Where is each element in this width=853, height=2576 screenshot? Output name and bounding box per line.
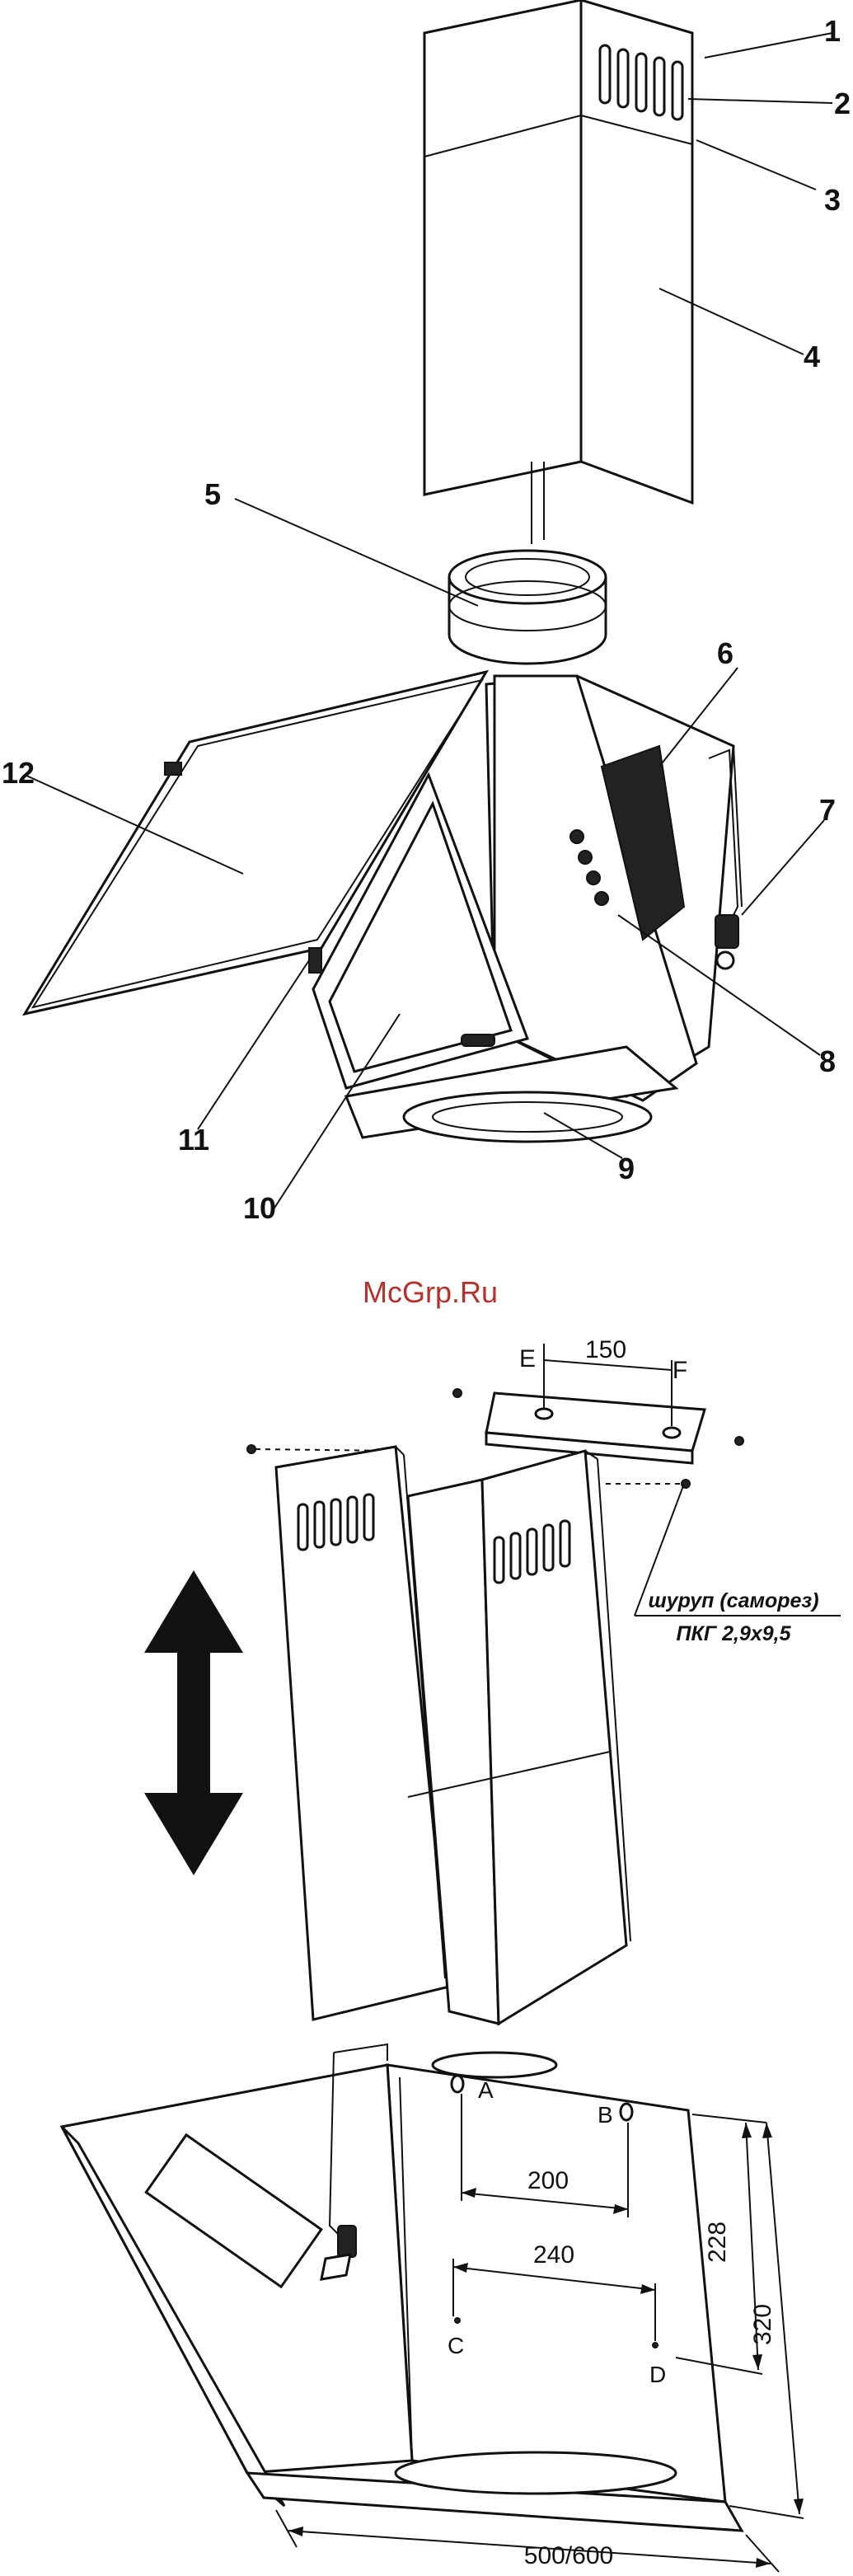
- hole-a: A: [478, 2077, 494, 2103]
- chimney-cover: [424, 0, 692, 544]
- part-label-1: 1: [824, 14, 841, 48]
- dim-ab: 200: [527, 2167, 569, 2194]
- part-label-5: 5: [204, 477, 221, 511]
- hole-b: B: [598, 2102, 613, 2128]
- height-adjust-arrow: [144, 1570, 243, 1875]
- bracket-spacing: 150: [585, 1336, 626, 1363]
- part-label-12: 12: [2, 756, 35, 790]
- part-label-2: 2: [834, 87, 851, 120]
- part-label-7: 7: [819, 793, 836, 827]
- part-label-8: 8: [819, 1044, 836, 1078]
- part-label-6: 6: [717, 636, 733, 670]
- screw-note-type: шуруп (саморез): [648, 1589, 818, 1612]
- dim-h2: 320: [749, 2304, 776, 2345]
- part-label-3: 3: [824, 183, 841, 217]
- exploded-view: 1 2 3 4 5 6 7 8 9 10 11 12: [2, 0, 851, 1225]
- installation-view: A B C D 200 240 228 320: [62, 2044, 804, 2572]
- dim-h1: 228: [704, 2222, 731, 2263]
- part-label-4: 4: [804, 340, 820, 373]
- chimney-mount-view: 150 E F: [144, 1336, 841, 2024]
- part-label-10: 10: [243, 1191, 276, 1225]
- part-label-11: 11: [178, 1123, 209, 1157]
- bracket-hole-e: E: [519, 1345, 536, 1372]
- dim-width: 500/600: [524, 2542, 613, 2569]
- screw-note-size: ПКГ 2,9х9,5: [676, 1622, 791, 1645]
- dim-cd: 240: [533, 2241, 574, 2269]
- hole-c: C: [448, 2333, 464, 2358]
- part-label-9: 9: [618, 1152, 635, 1185]
- bracket-hole-f: F: [673, 1357, 687, 1384]
- duct-adapter: [449, 551, 606, 664]
- watermark: McGrp.Ru: [363, 1275, 498, 1309]
- hole-d: D: [649, 2362, 666, 2387]
